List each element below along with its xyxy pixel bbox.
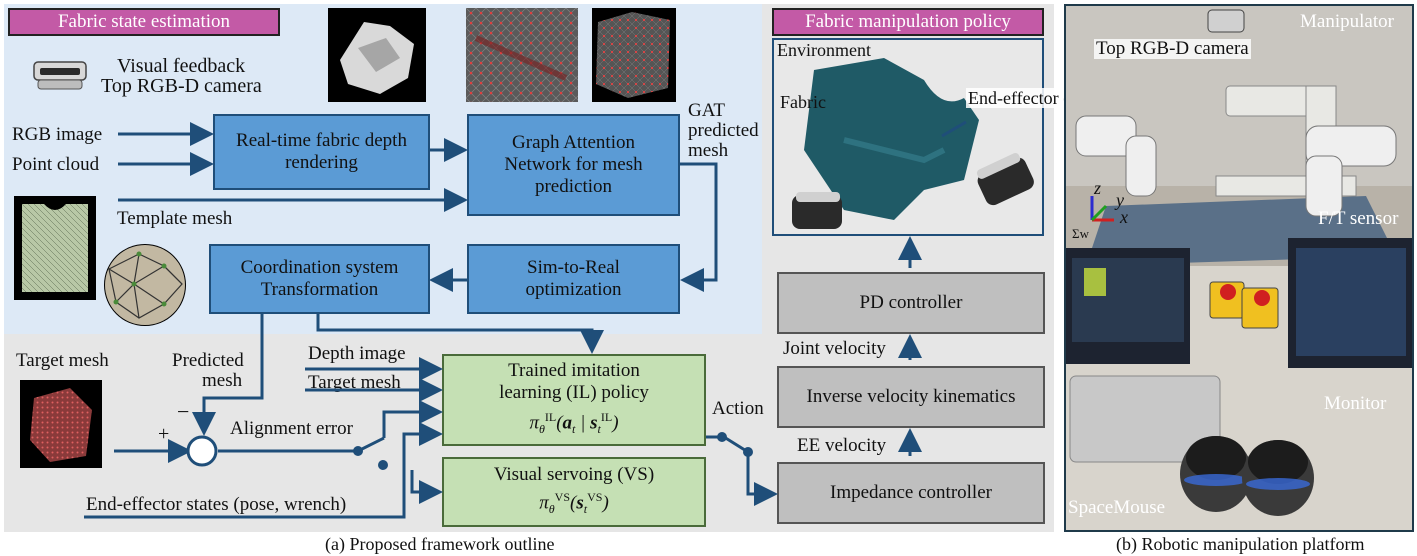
coord-transform-box: Coordination system Transformation: [209, 244, 430, 314]
il-policy-box: Trained imitation learning (IL) policy π…: [442, 354, 706, 446]
il-policy-text-1: Trained imitation: [508, 359, 640, 381]
arrow-to-vs: [410, 470, 443, 504]
il-policy-formula: πθIL(at | stIL): [529, 409, 619, 437]
depth-image-label: Depth image: [308, 343, 406, 364]
camera-label: Top RGB-D camera: [101, 75, 262, 97]
fabric-depth-image: [328, 8, 426, 102]
ee-velocity-label: EE velocity: [797, 435, 887, 456]
impedance-controller-box: Impedance controller: [777, 462, 1045, 524]
caption-a: (a) Proposed framework outline: [325, 534, 555, 554]
template-mesh-image: [14, 196, 96, 300]
gat-predicted-label-1: GAT: [688, 100, 725, 121]
switch-node-1: [353, 446, 363, 456]
sim-to-real-box: Sim-to-Real optimization: [467, 244, 680, 314]
il-policy-text-2: learning (IL) policy: [499, 381, 649, 403]
visual-servoing-formula: πθVS(stVS): [539, 489, 609, 517]
pd-controller-text: PD controller: [859, 292, 963, 313]
monitor-label: Monitor: [1324, 393, 1387, 414]
arrow-coord-to-policy: [316, 314, 604, 354]
camera-icon: [30, 58, 90, 94]
gat-box: Graph Attention Network for mesh predict…: [467, 114, 680, 216]
platform-photo: [1064, 4, 1414, 532]
inverse-kinematics-box: Inverse velocity kinematics: [777, 366, 1045, 428]
axis-y-label: y: [1116, 190, 1124, 210]
axis-z-label: z: [1094, 178, 1102, 198]
coord-transform-text-2: Transformation: [260, 279, 379, 300]
action-label: Action: [712, 398, 764, 419]
pd-controller-box: PD controller: [777, 272, 1045, 334]
platform-camera-label: Top RGB-D camera: [1094, 38, 1251, 59]
rgb-image-label: RGB image: [12, 124, 103, 145]
joint-velocity-label: Joint velocity: [783, 338, 886, 359]
action-node-2: [743, 447, 753, 457]
predicted-mesh-label-2: mesh: [202, 370, 243, 391]
gat-predicted-label-2: predicted: [688, 120, 759, 141]
axis-x-label: x: [1120, 207, 1128, 227]
predicted-mesh-label-1: Predicted: [172, 350, 244, 371]
manipulator-label: Manipulator: [1300, 11, 1394, 32]
environment-photo: [772, 38, 1044, 236]
inverse-kinematics-text: Inverse velocity kinematics: [806, 386, 1016, 407]
visual-servoing-box: Visual servoing (VS) πθVS(stVS): [442, 457, 706, 527]
point-cloud-label: Point cloud: [12, 154, 100, 175]
arrow-switch-to-il: [382, 400, 443, 438]
alignment-error-label: Alignment error: [230, 418, 353, 439]
visual-feedback-label: Visual feedback: [117, 55, 246, 77]
ft-sensor-label: F/T sensor: [1318, 208, 1399, 229]
action-node-1: [717, 432, 727, 442]
manipulation-policy-title: Fabric manipulation policy: [772, 8, 1044, 36]
switch-node-2: [378, 460, 388, 470]
gat-predicted-label-3: mesh: [688, 140, 729, 161]
summing-junction: [186, 435, 218, 467]
fabric-mesh-image-1: [466, 8, 578, 102]
arrow-gat-to-sim: [680, 162, 718, 292]
sim-to-real-text: Sim-to-Real optimization: [525, 257, 622, 300]
visual-servoing-text: Visual servoing (VS): [493, 463, 655, 485]
depth-rendering-text: Real-time fabric depth rendering: [236, 130, 407, 173]
fabric-mesh-image-2: [592, 8, 676, 102]
target-mesh-image: [20, 380, 102, 468]
spacemouse-label: SpaceMouse: [1068, 497, 1166, 518]
depth-rendering-box: Real-time fabric depth rendering: [213, 114, 430, 190]
gat-text: Graph Attention Network for mesh predict…: [504, 132, 643, 197]
target-mesh-input-label: Target mesh: [308, 372, 401, 393]
template-mesh-label: Template mesh: [117, 208, 233, 229]
template-mesh-zoom-image: [104, 244, 186, 326]
arrow-ee-states: [84, 422, 443, 519]
arrow-action-to-impedance: [746, 452, 778, 506]
fabric-label: Fabric: [780, 92, 826, 112]
minus-sign: −: [177, 399, 190, 424]
plus-sign: +: [158, 423, 170, 445]
state-estimation-title: Fabric state estimation: [8, 8, 280, 36]
caption-b: (b) Robotic manipulation platform: [1116, 534, 1365, 554]
world-frame-label: Σw: [1072, 226, 1089, 241]
environment-label: Environment: [777, 40, 871, 60]
impedance-controller-text: Impedance controller: [830, 482, 992, 503]
coord-transform-text-1: Coordination system: [240, 257, 399, 278]
arrow-predicted: [192, 314, 264, 436]
target-mesh-label: Target mesh: [16, 350, 109, 371]
ee-states-label: End-effector states (pose, wrench): [86, 494, 347, 515]
